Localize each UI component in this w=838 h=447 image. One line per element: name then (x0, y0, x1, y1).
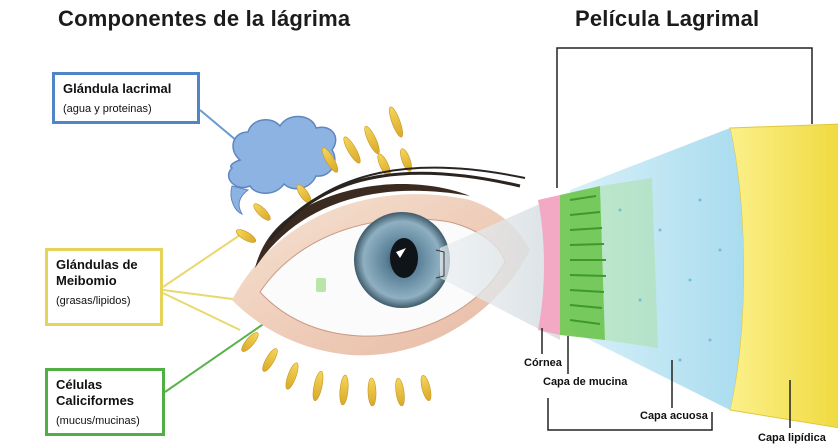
mucin-layer-shape (560, 186, 605, 340)
lipid-layer-shape (730, 124, 838, 428)
cornea-label: Córnea (524, 357, 562, 369)
meibomian-label-line2: Meibomio (56, 273, 152, 289)
goblet-sub: (mucus/mucinas) (56, 413, 154, 429)
meibomian-label-line1: Glándulas de (56, 257, 152, 273)
goblet-label-line1: Células (56, 377, 154, 393)
aqueous-layer-label: Capa acuosa (640, 410, 708, 422)
lacrimal-gland-box: Glándula lacrimal (agua y proteinas) (52, 72, 200, 124)
lacrimal-gland-sub: (agua y proteinas) (63, 101, 189, 117)
lacrimal-gland-label: Glándula lacrimal (63, 81, 189, 97)
goblet-cells-box: Células Caliciformes (mucus/mucinas) (45, 368, 165, 436)
lipid-layer-label: Capa lipídica (758, 432, 826, 444)
lacrimal-gland-illustration (229, 116, 336, 214)
meibomian-sub: (grasas/lipidos) (56, 293, 152, 309)
mucin-layer-label: Capa de mucina (543, 376, 627, 388)
goblet-label-line2: Caliciformes (56, 393, 154, 409)
goblet-cell-marker (316, 278, 326, 292)
meibomian-gland-box: Glándulas de Meibomio (grasas/lipidos) (45, 248, 163, 326)
